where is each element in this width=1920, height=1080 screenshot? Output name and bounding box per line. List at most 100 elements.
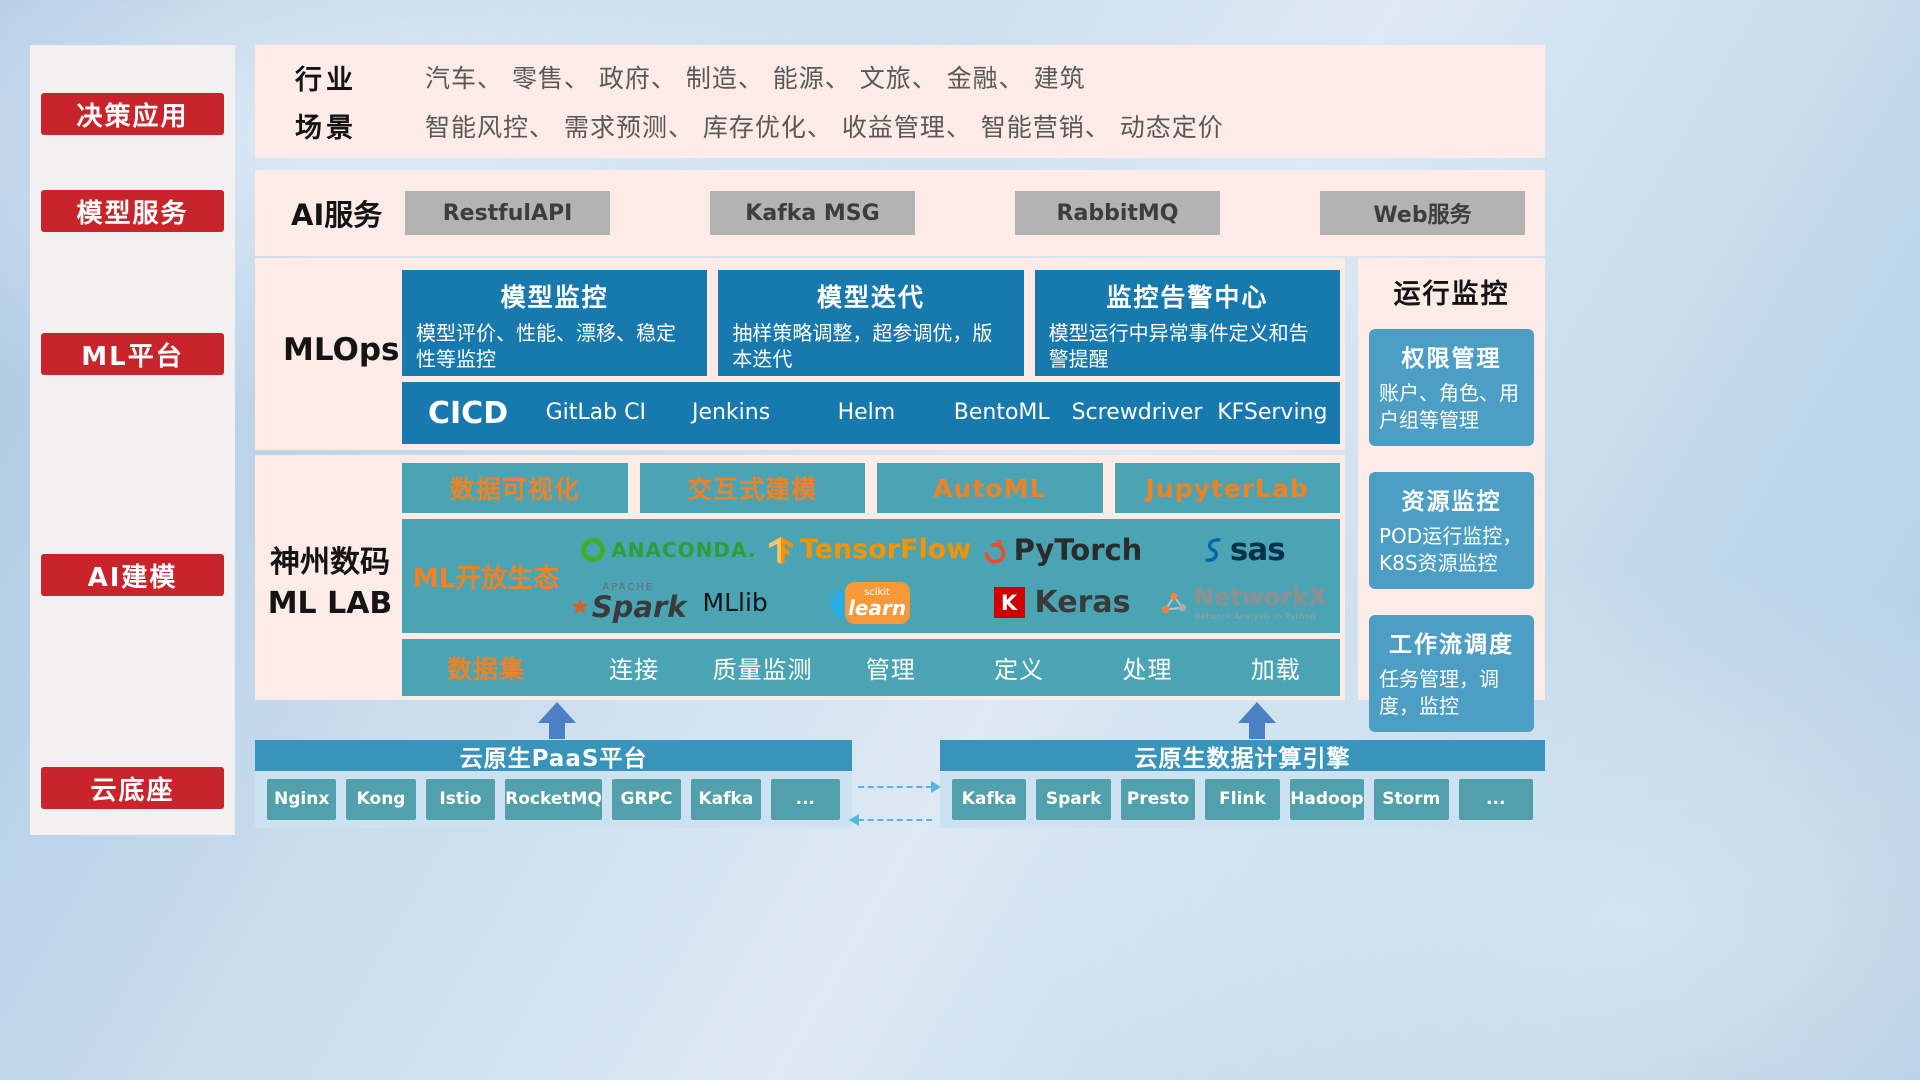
tool-screwdriver: Screwdriver — [1071, 399, 1203, 425]
tool-automl: AutoML — [877, 463, 1103, 513]
chip-more: ... — [770, 779, 840, 820]
chip-rabbitmq: RabbitMQ — [1015, 191, 1220, 235]
monitor-title: 运行监控 — [1393, 279, 1510, 310]
card-title: 工作流调度 — [1389, 632, 1514, 658]
sas-label: sas — [1229, 531, 1286, 568]
ml-ecosystem-label: ML开放生态 — [412, 563, 560, 594]
mllab-band: 神州数码 ML LAB 数据可视化 交互式建模 AutoML JupyterLa… — [255, 455, 1345, 700]
layer-cloud-base: 云底座 — [41, 767, 224, 809]
layer-ai-modeling: AI建模 — [41, 554, 224, 596]
pytorch-icon — [984, 539, 1006, 564]
dataset-define: 定义 — [994, 656, 1045, 684]
data-engine-header: 云原生数据计算引擎 — [940, 740, 1545, 772]
card-title: 资源监控 — [1401, 489, 1502, 515]
card-resource-monitor: 资源监控 POD运行监控，K8S资源监控 — [1369, 472, 1534, 589]
tensorflow-label: TensorFlow — [799, 534, 972, 565]
operation-monitor-panel: 运行监控 权限管理 账户、角色、用户组等管理 资源监控 POD运行监控，K8S资… — [1358, 258, 1545, 732]
dataset-quality: 质量监测 — [712, 656, 813, 684]
cicd-label: CICD — [428, 395, 509, 431]
card-desc: 任务管理，调度，监控 — [1379, 667, 1499, 718]
tool-jenkins: Jenkins — [691, 399, 771, 425]
card-workflow-scheduling: 工作流调度 任务管理，调度，监控 — [1369, 615, 1534, 732]
chip-restfulapi: RestfulAPI — [405, 191, 610, 235]
layer-sidebar: 决策应用 模型服务 ML平台 AI建模 云底座 — [30, 45, 235, 835]
card-title: 监控告警中心 — [1106, 283, 1269, 312]
card-desc: POD运行监控，K8S资源监控 — [1379, 524, 1523, 575]
spark-logo: APACHE ★Spark — [570, 583, 687, 622]
dataset-connect: 连接 — [609, 656, 660, 684]
chip-spark: Spark — [1036, 779, 1111, 820]
anaconda-label: ANACONDA. — [611, 537, 757, 562]
dataset-process: 处理 — [1122, 656, 1173, 684]
mllab-label-line1: 神州数码 — [270, 545, 390, 580]
card-desc: 模型运行中异常事件定义和告警提醒 — [1048, 321, 1309, 371]
tensorflow-logo: TensorFlow — [768, 534, 972, 565]
tool-data-visualization: 数据可视化 — [402, 463, 628, 513]
mllab-tools-row: 数据可视化 交互式建模 AutoML JupyterLab — [402, 463, 1340, 513]
scikit-learn-icon: scikit learn — [829, 581, 910, 624]
chip-kong: Kong — [346, 779, 416, 820]
sas-icon — [1205, 537, 1221, 562]
scenario-label: 场景 — [295, 113, 357, 145]
sas-logo: sas — [1153, 532, 1334, 568]
ml-ecosystem-box: ML开放生态 ANACONDA. TensorFlow — [402, 519, 1340, 633]
chip-more: ... — [1458, 779, 1533, 820]
tool-bentoml: BentoML — [953, 399, 1050, 425]
ai-service-chips: RestfulAPI Kafka MSG RabbitMQ Web服务 — [405, 191, 1525, 235]
dashed-arrow-left — [849, 814, 932, 826]
industry-values: 汽车、 零售、 政府、 制造、 能源、 文旅、 金融、 建筑 — [425, 64, 1086, 94]
dataset-label: 数据集 — [446, 654, 525, 684]
scikit-learn-logo: scikit learn — [768, 581, 972, 624]
card-desc: 账户、角色、用户组等管理 — [1379, 381, 1519, 432]
card-model-monitoring: 模型监控 模型评价、性能、漂移、稳定性等监控 — [402, 270, 708, 376]
up-arrow-engine — [1238, 702, 1276, 739]
networkx-icon — [1161, 592, 1187, 613]
chip-grpc: GRPC — [611, 779, 682, 820]
apache-label: APACHE — [602, 582, 655, 593]
spark-word: ★Spark — [570, 593, 687, 622]
scenario-row: 场景 智能风控、 需求预测、 库存优化、 收益管理、 智能营销、 动态定价 — [295, 106, 1545, 145]
chip-web-service: Web服务 — [1320, 191, 1525, 235]
mllab-label-line2: ML LAB — [267, 585, 393, 621]
keras-logo: K Keras — [971, 585, 1152, 620]
industry-scenario-band: 行业 汽车、 零售、 政府、 制造、 能源、 文旅、 金融、 建筑 场景 智能风… — [255, 45, 1545, 158]
data-engine-chips: Kafka Spark Presto Flink Hadoop Storm ..… — [940, 771, 1545, 828]
card-title: 模型迭代 — [816, 283, 925, 312]
card-desc: 抽样策略调整，超参调优，版本迭代 — [732, 321, 993, 371]
tool-jupyterlab: JupyterLab — [1114, 463, 1340, 513]
industry-label: 行业 — [295, 64, 357, 96]
ai-service-label: AI服务 — [291, 198, 383, 232]
card-title: 权限管理 — [1401, 346, 1502, 372]
tool-kfserving: KFServing — [1217, 399, 1328, 425]
scikit-main-label: learn — [848, 595, 907, 620]
tool-interactive-modeling: 交互式建模 — [639, 463, 865, 513]
spark-star-icon: ★ — [570, 594, 590, 620]
pytorch-label: PyTorch — [1013, 532, 1143, 567]
mlops-cards: 模型监控 模型评价、性能、漂移、稳定性等监控 模型迭代 抽样策略调整，超参调优，… — [402, 270, 1340, 376]
scenario-values: 智能风控、 需求预测、 库存优化、 收益管理、 智能营销、 动态定价 — [425, 112, 1224, 142]
paas-platform-header: 云原生PaaS平台 — [255, 740, 852, 772]
layer-ml-platform: ML平台 — [41, 333, 224, 375]
layer-model-service: 模型服务 — [41, 190, 224, 232]
spark-mllib-logo: APACHE ★Spark MLlib — [570, 583, 768, 622]
chip-kafka: Kafka — [952, 779, 1027, 820]
scikit-top-label: scikit — [864, 586, 891, 598]
mllab-label: 神州数码 ML LAB — [255, 543, 405, 624]
paas-platform-chips: Nginx Kong Istio RocketMQ GRPC Kafka ... — [255, 771, 852, 828]
pytorch-logo: PyTorch — [971, 533, 1152, 567]
chip-nginx: Nginx — [267, 779, 337, 820]
chip-rocketmq: RocketMQ — [505, 779, 602, 820]
mllab-content: 数据可视化 交互式建模 AutoML JupyterLab ML开放生态 ANA… — [402, 463, 1340, 696]
chip-kafka-msg: Kafka MSG — [710, 191, 915, 235]
dataset-manage: 管理 — [865, 656, 916, 684]
chip-istio: Istio — [425, 779, 496, 820]
chip-flink: Flink — [1205, 779, 1280, 820]
chip-hadoop: Hadoop — [1289, 779, 1365, 820]
card-title: 模型监控 — [500, 283, 609, 312]
cicd-bar: CICD GitLab CI Jenkins Helm BentoML Scre… — [402, 382, 1340, 444]
card-desc: 模型评价、性能、漂移、稳定性等监控 — [416, 321, 676, 371]
mlops-label: MLOps — [283, 332, 400, 368]
anaconda-icon — [581, 537, 606, 562]
tensorflow-icon — [768, 536, 793, 564]
chip-kafka: Kafka — [691, 779, 761, 820]
